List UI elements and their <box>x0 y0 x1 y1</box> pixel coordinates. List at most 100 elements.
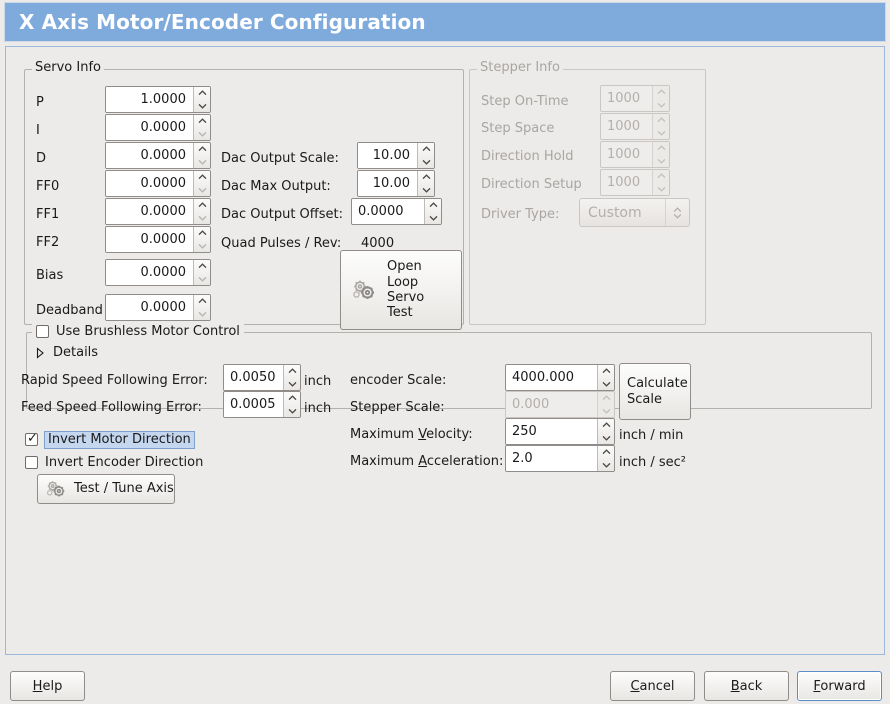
spin-dac-output-offset-value[interactable]: 0.0000 <box>352 199 424 224</box>
spin-maximum-acceleration-buttons[interactable] <box>597 446 614 471</box>
spin-down-icon[interactable] <box>598 378 614 391</box>
spin-down-icon[interactable] <box>194 240 210 253</box>
spin-down-icon[interactable] <box>598 432 614 445</box>
spin-down-icon[interactable] <box>194 184 210 197</box>
spin-up-icon[interactable] <box>418 171 434 184</box>
spin-maximum-acceleration[interactable]: 2.0 <box>505 445 615 472</box>
spin-rapid-speed-following-error[interactable]: 0.0050 <box>223 364 301 391</box>
spin-maximum-acceleration-value[interactable]: 2.0 <box>506 446 597 471</box>
spin-up-icon[interactable] <box>598 446 614 459</box>
spin-ff0-buttons[interactable] <box>193 171 210 196</box>
back-button[interactable]: Back <box>704 671 789 701</box>
spin-ff1[interactable]: 0.0000 <box>105 198 211 225</box>
spin-p-value[interactable]: 1.0000 <box>106 87 193 112</box>
spin-encoder-scale[interactable]: 4000.000 <box>505 364 615 391</box>
spin-i-value[interactable]: 0.0000 <box>106 115 193 140</box>
spin-i-buttons[interactable] <box>193 115 210 140</box>
spin-deadband[interactable]: 0.0000 <box>105 294 211 321</box>
driver-type-value: Custom <box>588 204 642 221</box>
spin-up-icon[interactable] <box>284 392 300 405</box>
spin-stepper-scale-buttons <box>597 392 614 417</box>
spin-encoder-scale-buttons[interactable] <box>597 365 614 390</box>
spin-dac-output-offset-buttons[interactable] <box>424 199 441 224</box>
calculate-scale-button[interactable]: Calculate Scale <box>619 363 691 420</box>
use-brushless-motor-control-checkbox[interactable]: Use Brushless Motor Control <box>36 324 240 339</box>
spin-dac-output-scale-value[interactable]: 10.00 <box>358 143 417 168</box>
spin-bias-value[interactable]: 0.0000 <box>106 260 193 285</box>
forward-button[interactable]: Forward <box>797 671 882 701</box>
spin-dac-max-output[interactable]: 10.00 <box>357 170 435 197</box>
spin-deadband-value[interactable]: 0.0000 <box>106 295 193 320</box>
spin-down-icon[interactable] <box>284 405 300 418</box>
spin-dac-output-scale-buttons[interactable] <box>417 143 434 168</box>
spin-down-icon[interactable] <box>425 212 441 225</box>
cancel-button[interactable]: Cancel <box>610 671 695 701</box>
spin-up-icon[interactable] <box>194 171 210 184</box>
checkbox-box[interactable]: ✓ <box>25 432 38 447</box>
spin-dac-output-scale[interactable]: 10.00 <box>357 142 435 169</box>
spin-ff1-value[interactable]: 0.0000 <box>106 199 193 224</box>
spin-d-value[interactable]: 0.0000 <box>106 143 193 168</box>
spin-up-icon[interactable] <box>194 199 210 212</box>
spin-ff2-value[interactable]: 0.0000 <box>106 227 193 252</box>
spin-down-icon[interactable] <box>194 100 210 113</box>
spin-feed-speed-following-error-value[interactable]: 0.0005 <box>224 392 283 417</box>
test-tune-axis-button[interactable]: Test / Tune Axis <box>37 474 175 504</box>
spin-up-icon[interactable] <box>598 419 614 432</box>
spin-ff2-buttons[interactable] <box>193 227 210 252</box>
spin-up-icon[interactable] <box>284 365 300 378</box>
spin-ff0[interactable]: 0.0000 <box>105 170 211 197</box>
spin-feed-buttons[interactable] <box>283 392 300 417</box>
spin-ff1-buttons[interactable] <box>193 199 210 224</box>
spin-dac-max-output-value[interactable]: 10.00 <box>358 171 417 196</box>
spin-up-icon[interactable] <box>425 199 441 212</box>
spin-maximum-velocity-buttons[interactable] <box>597 419 614 444</box>
spin-down-icon[interactable] <box>194 128 210 141</box>
spin-bias[interactable]: 0.0000 <box>105 259 211 286</box>
details-expander[interactable]: Details <box>34 345 98 360</box>
spin-maximum-velocity-value[interactable]: 250 <box>506 419 597 444</box>
label-step-space: Step Space <box>481 121 555 136</box>
spin-up-icon[interactable] <box>194 143 210 156</box>
checkbox-box[interactable] <box>36 325 49 338</box>
spin-encoder-scale-value[interactable]: 4000.000 <box>506 365 597 390</box>
spin-maximum-velocity[interactable]: 250 <box>505 418 615 445</box>
spin-ff2[interactable]: 0.0000 <box>105 226 211 253</box>
spin-up-icon[interactable] <box>418 143 434 156</box>
help-button[interactable]: Help <box>10 671 85 701</box>
spin-up-icon[interactable] <box>598 365 614 378</box>
spin-down-icon[interactable] <box>418 184 434 197</box>
spin-down-icon[interactable] <box>194 308 210 321</box>
spin-rapid-speed-following-error-value[interactable]: 0.0050 <box>224 365 283 390</box>
spin-d[interactable]: 0.0000 <box>105 142 211 169</box>
spin-down-icon[interactable] <box>194 212 210 225</box>
chevron-right-icon[interactable] <box>34 346 46 359</box>
spin-deadband-buttons[interactable] <box>193 295 210 320</box>
spin-down-icon[interactable] <box>194 156 210 169</box>
spin-up-icon[interactable] <box>194 115 210 128</box>
spin-bias-buttons[interactable] <box>193 260 210 285</box>
spin-down-icon[interactable] <box>418 156 434 169</box>
checkbox-box[interactable] <box>25 456 38 469</box>
invert-motor-direction-checkbox[interactable]: ✓ Invert Motor Direction <box>25 431 195 449</box>
spin-up-icon[interactable] <box>194 227 210 240</box>
spin-i[interactable]: 0.0000 <box>105 114 211 141</box>
spin-ff0-value[interactable]: 0.0000 <box>106 171 193 196</box>
spin-d-buttons[interactable] <box>193 143 210 168</box>
spin-down-icon[interactable] <box>284 378 300 391</box>
spin-feed-speed-following-error[interactable]: 0.0005 <box>223 391 301 418</box>
spin-up-icon[interactable] <box>194 87 210 100</box>
spin-p-buttons[interactable] <box>193 87 210 112</box>
spin-down-icon[interactable] <box>194 273 210 286</box>
spin-down-icon <box>653 155 669 168</box>
spin-up-icon[interactable] <box>194 295 210 308</box>
spin-up-icon[interactable] <box>194 260 210 273</box>
spin-p[interactable]: 1.0000 <box>105 86 211 113</box>
invert-encoder-direction-checkbox[interactable]: Invert Encoder Direction <box>25 455 203 470</box>
spin-rapid-buttons[interactable] <box>283 365 300 390</box>
spin-down-icon[interactable] <box>598 459 614 472</box>
spin-step-space-value: 1000 <box>601 114 652 139</box>
open-loop-servo-test-button[interactable]: Open Loop Servo Test <box>340 250 462 330</box>
spin-dac-output-offset[interactable]: 0.0000 <box>351 198 442 225</box>
spin-dac-max-output-buttons[interactable] <box>417 171 434 196</box>
